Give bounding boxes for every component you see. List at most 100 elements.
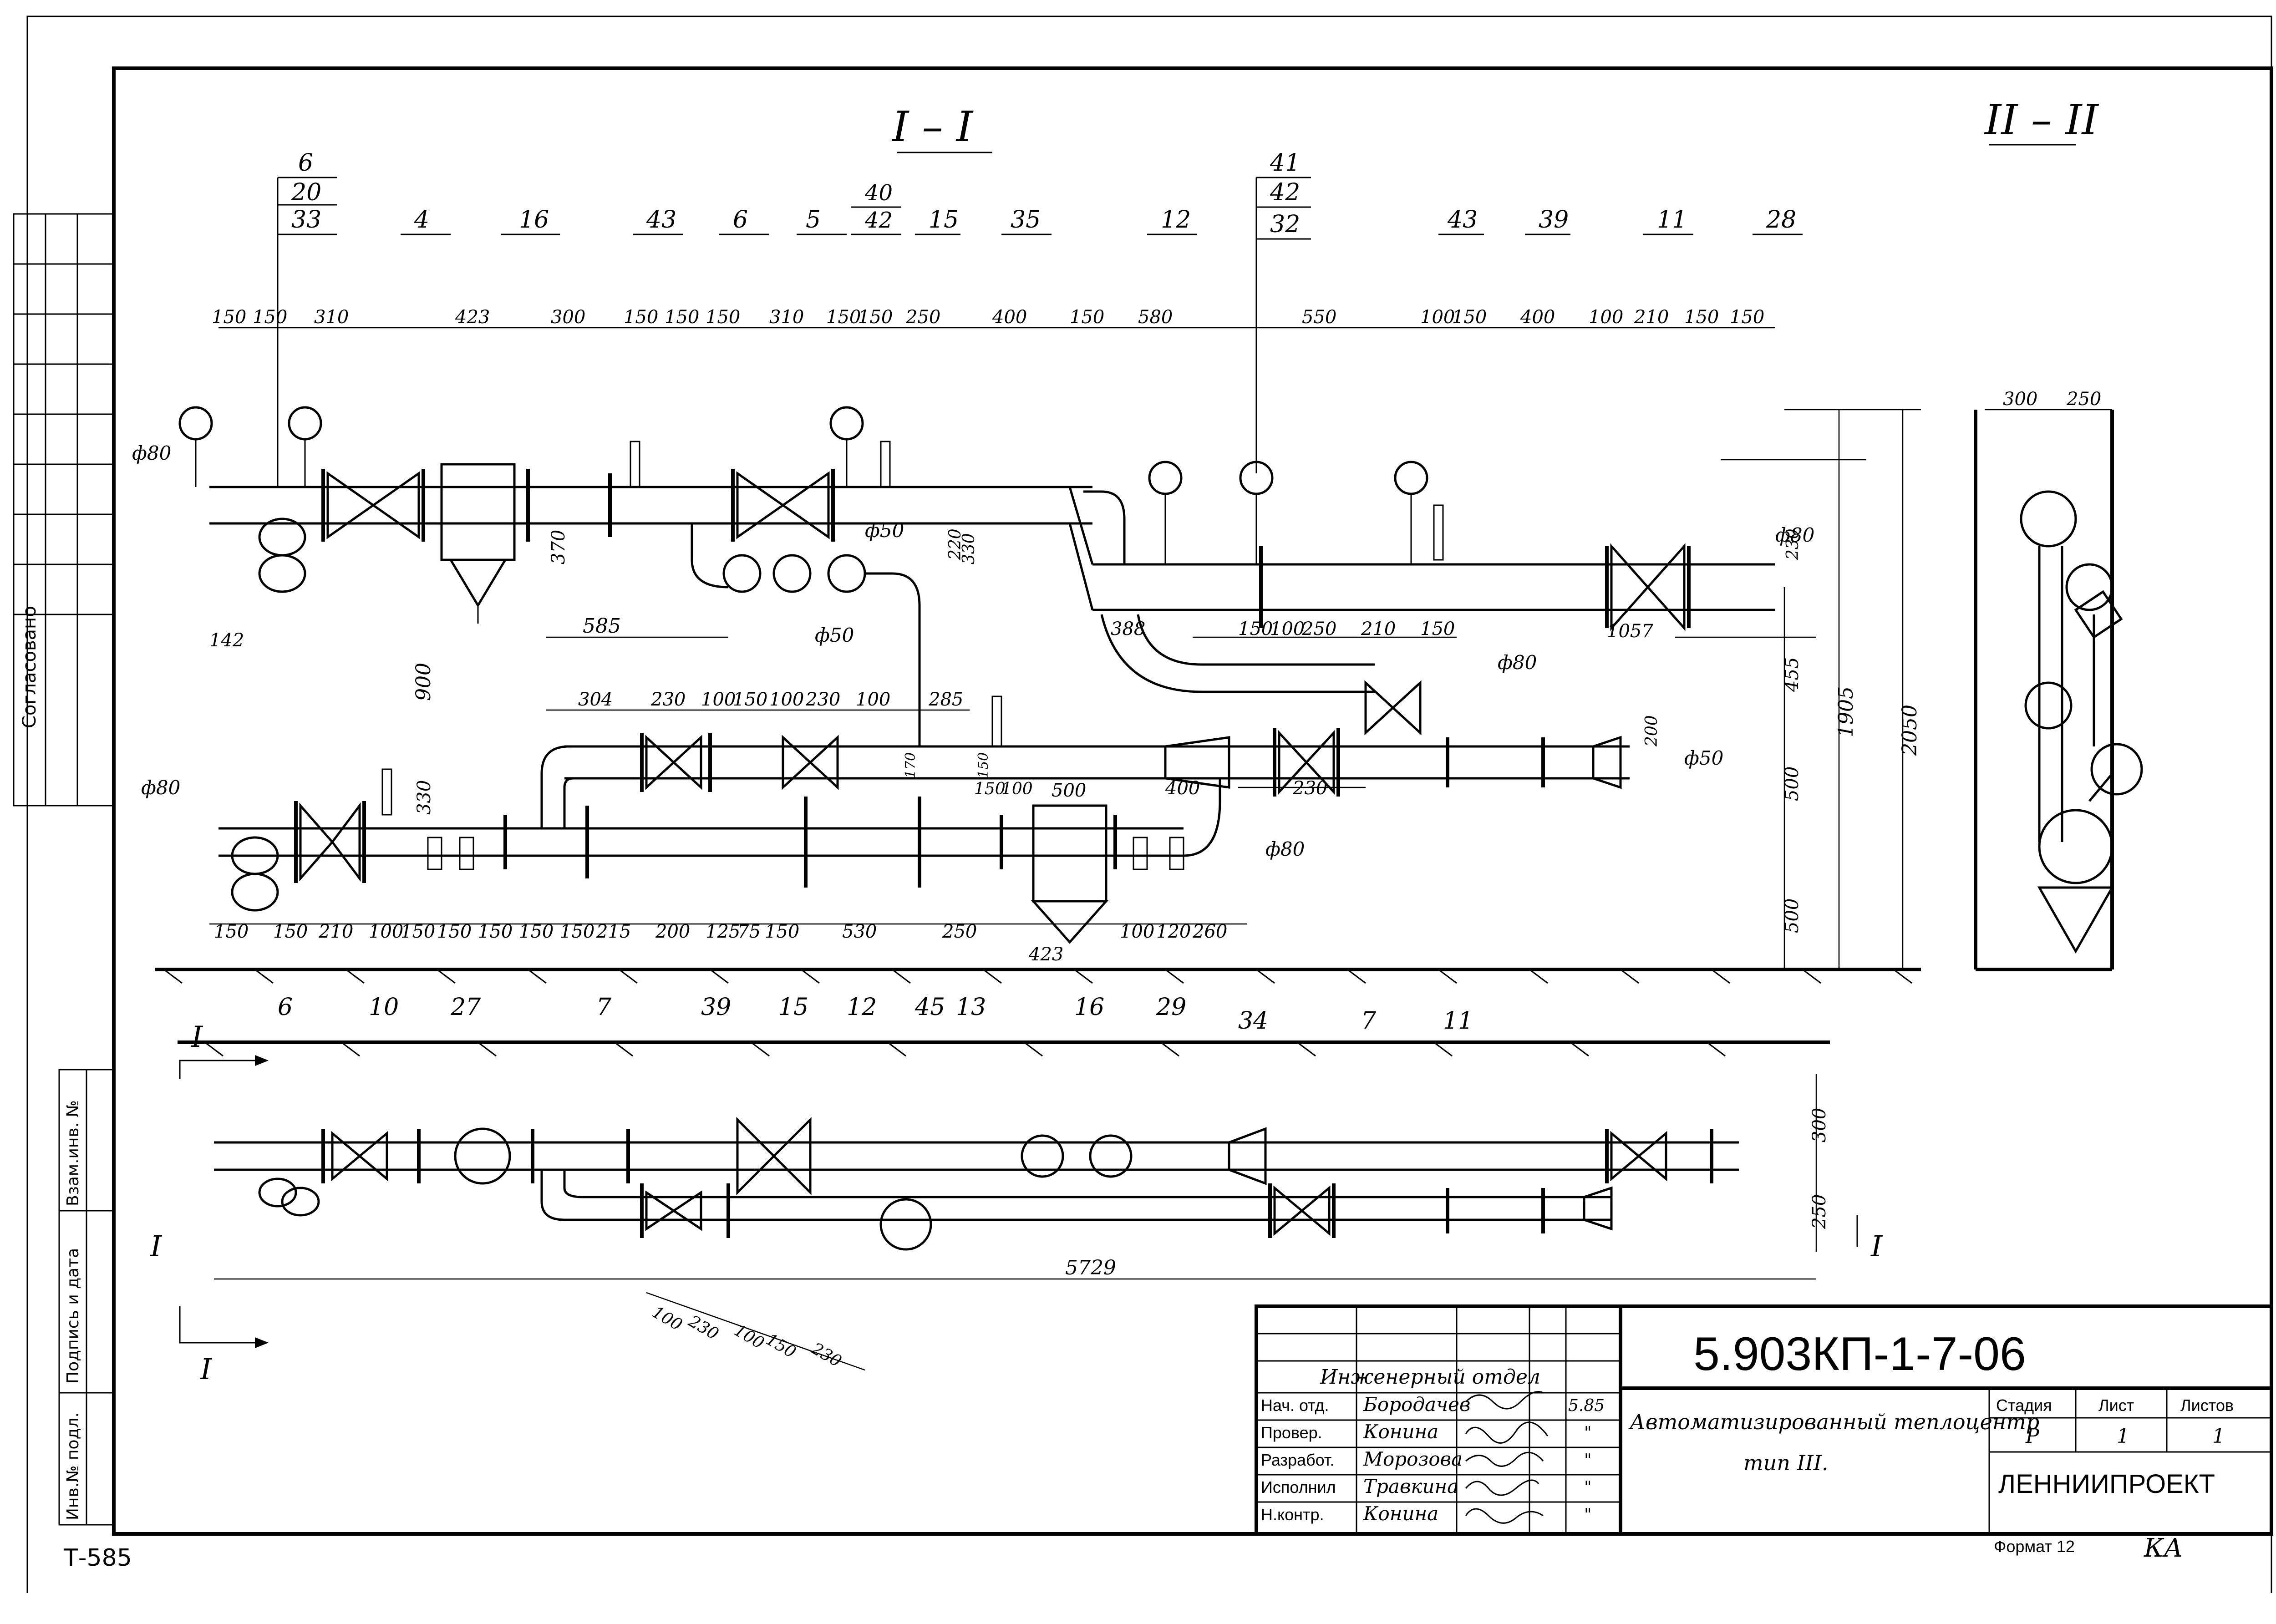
swap-inv-label: Взам.инв. № xyxy=(64,1100,82,1206)
dim-value: 150 xyxy=(974,780,1006,798)
dim-value: 250 xyxy=(942,921,977,942)
role-label: Исполнил xyxy=(1261,1478,1336,1497)
dim-value: 423 xyxy=(455,307,490,328)
dim-value: 250 xyxy=(905,307,940,328)
mid-dimension-values: 304 230 100 150 100 230 100 285 388 150 … xyxy=(209,614,1455,710)
top-dimension-values: 150 150 310 423 300 150 150 150 310 150 … xyxy=(212,307,1764,328)
dim-value: 150 xyxy=(826,307,861,328)
diameter-label: ф80 xyxy=(132,442,171,464)
role-date: " xyxy=(1584,1424,1592,1442)
leader-label: 40 xyxy=(864,180,893,206)
role-name: Травкина xyxy=(1363,1475,1458,1497)
top-leader-labels: 6 20 33 4 16 43 6 5 40 42 15 35 12 41 42… xyxy=(291,149,1796,238)
dim-value: 100 xyxy=(769,689,804,710)
dim-value: 150 xyxy=(519,921,554,942)
dim-value: 423 xyxy=(1028,944,1063,965)
dim-value: 150 xyxy=(1684,307,1719,328)
bottom-dimension-values: 150 150 210 100 150 150 150 150 150 215 … xyxy=(214,778,1327,965)
sheets-value: 1 xyxy=(2212,1425,2225,1448)
leader-label: 11 xyxy=(1443,1007,1473,1035)
floor-lines xyxy=(155,410,2114,1057)
section-mark: I xyxy=(1870,1230,1883,1264)
leader-label: 10 xyxy=(369,994,399,1021)
drawing-title-line-1: Автоматизированный теплоцентр xyxy=(1628,1410,2039,1434)
plan-view xyxy=(179,1055,1858,1348)
drawing-number: 5.903КП-1-7-06 xyxy=(1693,1328,2026,1380)
department-label: Инженерный отдел xyxy=(1320,1365,1540,1389)
signature-scribbles xyxy=(1465,1391,1549,1524)
diameter-label: ф80 xyxy=(1775,524,1814,546)
dim-value: 150 xyxy=(975,752,991,778)
leader-label: 41 xyxy=(1270,149,1300,177)
title-block-roles: Нач. отд. Бородачев 5.85 Провер. Конина … xyxy=(1261,1393,1605,1525)
dim-value: 150 xyxy=(1730,307,1764,328)
dim-value: 100 xyxy=(1589,307,1623,328)
dim-value: 210 xyxy=(318,921,353,942)
sheet-frame xyxy=(13,15,2273,1593)
upper-pipeline xyxy=(178,406,1775,746)
role-name: Конина xyxy=(1363,1502,1438,1525)
diameter-label: ф80 xyxy=(1265,838,1305,860)
leader-label: 42 xyxy=(1270,179,1300,206)
leader-label: 7 xyxy=(1361,1007,1377,1035)
role-name: Бородачев xyxy=(1363,1393,1470,1416)
dim-value: 585 xyxy=(583,614,621,638)
dim-value: 150 xyxy=(1238,619,1273,639)
leader-label: 39 xyxy=(701,994,731,1021)
leader-label: 32 xyxy=(1270,211,1300,238)
dim-value: 150 xyxy=(212,307,246,328)
dim-value: 120 xyxy=(1156,921,1191,942)
sheets-header: Листов xyxy=(2180,1396,2234,1415)
dim-value: 400 xyxy=(1165,778,1200,799)
dim-value: 580 xyxy=(1138,307,1173,328)
plan-dimension-values: 5729 300 250 100 230 100 150 230 xyxy=(646,1108,1830,1371)
dim-value: 150 xyxy=(1070,307,1104,328)
dim-value: 1905 xyxy=(1834,686,1858,737)
leader-label: 16 xyxy=(519,206,549,233)
sheet-value: 1 xyxy=(2117,1425,2129,1448)
sign-date-label: Подпись и дата xyxy=(64,1248,82,1384)
dim-value: 100 xyxy=(731,1321,767,1353)
role-date: " xyxy=(1584,1506,1592,1524)
role-label: Н.контр. xyxy=(1261,1505,1324,1524)
dim-value: 455 xyxy=(1782,657,1803,692)
dim-value: 150 xyxy=(478,921,513,942)
dim-value: 210 xyxy=(1634,307,1669,328)
dim-value: 230 xyxy=(650,689,686,710)
leader-label: 6 xyxy=(278,994,293,1021)
leader-label: 13 xyxy=(956,994,986,1021)
dimension-lines xyxy=(209,327,2112,1280)
dim-value: 150 xyxy=(1420,619,1455,639)
organization-name: ЛЕННИИПРОЕКТ xyxy=(1998,1469,2215,1499)
dim-value: 300 xyxy=(1809,1108,1830,1142)
role-date: 5.85 xyxy=(1568,1396,1605,1415)
leader-label: 12 xyxy=(847,994,877,1021)
dim-value: 100 xyxy=(701,689,736,710)
dim-value: 150 xyxy=(765,921,799,942)
dim-value: 215 xyxy=(596,921,631,942)
dim-value: 500 xyxy=(1782,766,1803,801)
role-date: " xyxy=(1584,1478,1592,1497)
title-block xyxy=(1255,1304,2273,1536)
dim-value: 150 xyxy=(858,307,893,328)
dim-value: 142 xyxy=(209,630,244,651)
dim-value: 900 xyxy=(412,663,435,701)
dim-value: 300 xyxy=(551,307,585,328)
dim-value: 250 xyxy=(1809,1194,1830,1229)
dim-value: 400 xyxy=(1520,307,1555,328)
stage-header: Стадия xyxy=(1996,1396,2052,1415)
leader-label: 28 xyxy=(1766,206,1796,233)
dim-value: 150 xyxy=(1452,307,1487,328)
diameter-label: ф80 xyxy=(1498,651,1537,674)
drawing-title-line-2: тип III. xyxy=(1743,1451,1829,1475)
vertical-dimension-values: 370 900 330 220 330 230 455 500 1905 205… xyxy=(412,528,1921,933)
dim-value: 150 xyxy=(624,307,658,328)
dim-value: 300 xyxy=(2003,389,2037,410)
leader-label: 39 xyxy=(1539,206,1569,233)
role-name: Конина xyxy=(1363,1421,1438,1443)
diameter-labels: ф80 ф80 ф50 ф50 ф80 ф50 ф80 ф80 xyxy=(132,442,1814,860)
leader-label: 6 xyxy=(733,206,748,233)
dim-value: 230 xyxy=(808,1339,845,1371)
dim-value: 210 xyxy=(1361,619,1396,639)
leader-label: 20 xyxy=(291,179,321,206)
